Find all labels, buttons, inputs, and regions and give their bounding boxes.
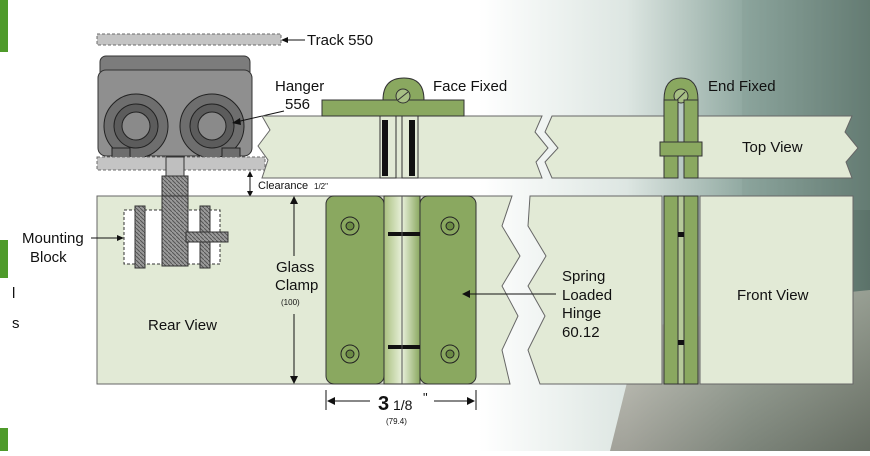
- clearance-arrowhead: [247, 191, 253, 197]
- track-bar: [96, 33, 282, 46]
- clearance-value: 1/2": [314, 182, 328, 191]
- hanger-label-line1: Hanger: [275, 78, 324, 95]
- width-unit: ": [423, 390, 428, 405]
- mounting-label-line2: Block: [30, 249, 67, 266]
- width-arrowhead: [327, 397, 335, 405]
- front-view-label: Front View: [737, 287, 809, 304]
- face-fixed-hinge: [321, 77, 465, 179]
- clamp-label-bg: [264, 256, 326, 314]
- clamp-arrowhead: [290, 196, 298, 204]
- width-whole: 3: [378, 393, 389, 415]
- width-arrowhead: [467, 397, 475, 405]
- clamp-arrowhead: [290, 376, 298, 384]
- accent-tab: [0, 0, 8, 52]
- rear-view-label: Rear View: [148, 317, 217, 334]
- spring-arrowhead: [462, 290, 470, 298]
- left-edge-text: l: [12, 285, 15, 302]
- hanger-label-line2: 556: [285, 96, 310, 113]
- mounting-block: [123, 195, 229, 269]
- face-fixed-label: Face Fixed: [433, 78, 507, 95]
- glass-clamp-code: (100): [281, 298, 300, 307]
- hanger-leader: [235, 110, 285, 123]
- hanger-stem: [165, 156, 185, 178]
- top-view-label: Top View: [742, 139, 803, 156]
- left-edge-text: s: [12, 315, 20, 332]
- spring-label-line1: Spring: [562, 268, 605, 285]
- spring-label-line2: Loaded: [562, 287, 612, 304]
- end-fixed-hinge-front: [663, 195, 699, 385]
- spring-loaded-hinge: [325, 195, 477, 385]
- spring-label-line4: 60.12: [562, 324, 600, 341]
- glass-clamp-line2: Clamp: [275, 277, 318, 294]
- accent-tab: [0, 240, 8, 278]
- track-label: Track 550: [307, 32, 373, 49]
- accent-tab: [0, 428, 8, 451]
- track-arrowhead: [281, 37, 288, 43]
- width-fraction: 1/8: [393, 397, 413, 413]
- clearance-arrowhead: [247, 171, 253, 177]
- hanger-arrowhead: [232, 118, 241, 125]
- clearance-label: Clearance: [258, 180, 308, 192]
- mounting-label-line1: Mounting: [22, 230, 84, 247]
- spring-label-line3: Hinge: [562, 305, 601, 322]
- end-fixed-label: End Fixed: [708, 78, 776, 95]
- hanger: [97, 55, 253, 167]
- mounting-arrowhead: [117, 235, 124, 241]
- end-fixed-hinge: [659, 77, 703, 179]
- glass-clamp-line1: Glass: [276, 259, 314, 276]
- width-metric: (79.4): [386, 417, 407, 426]
